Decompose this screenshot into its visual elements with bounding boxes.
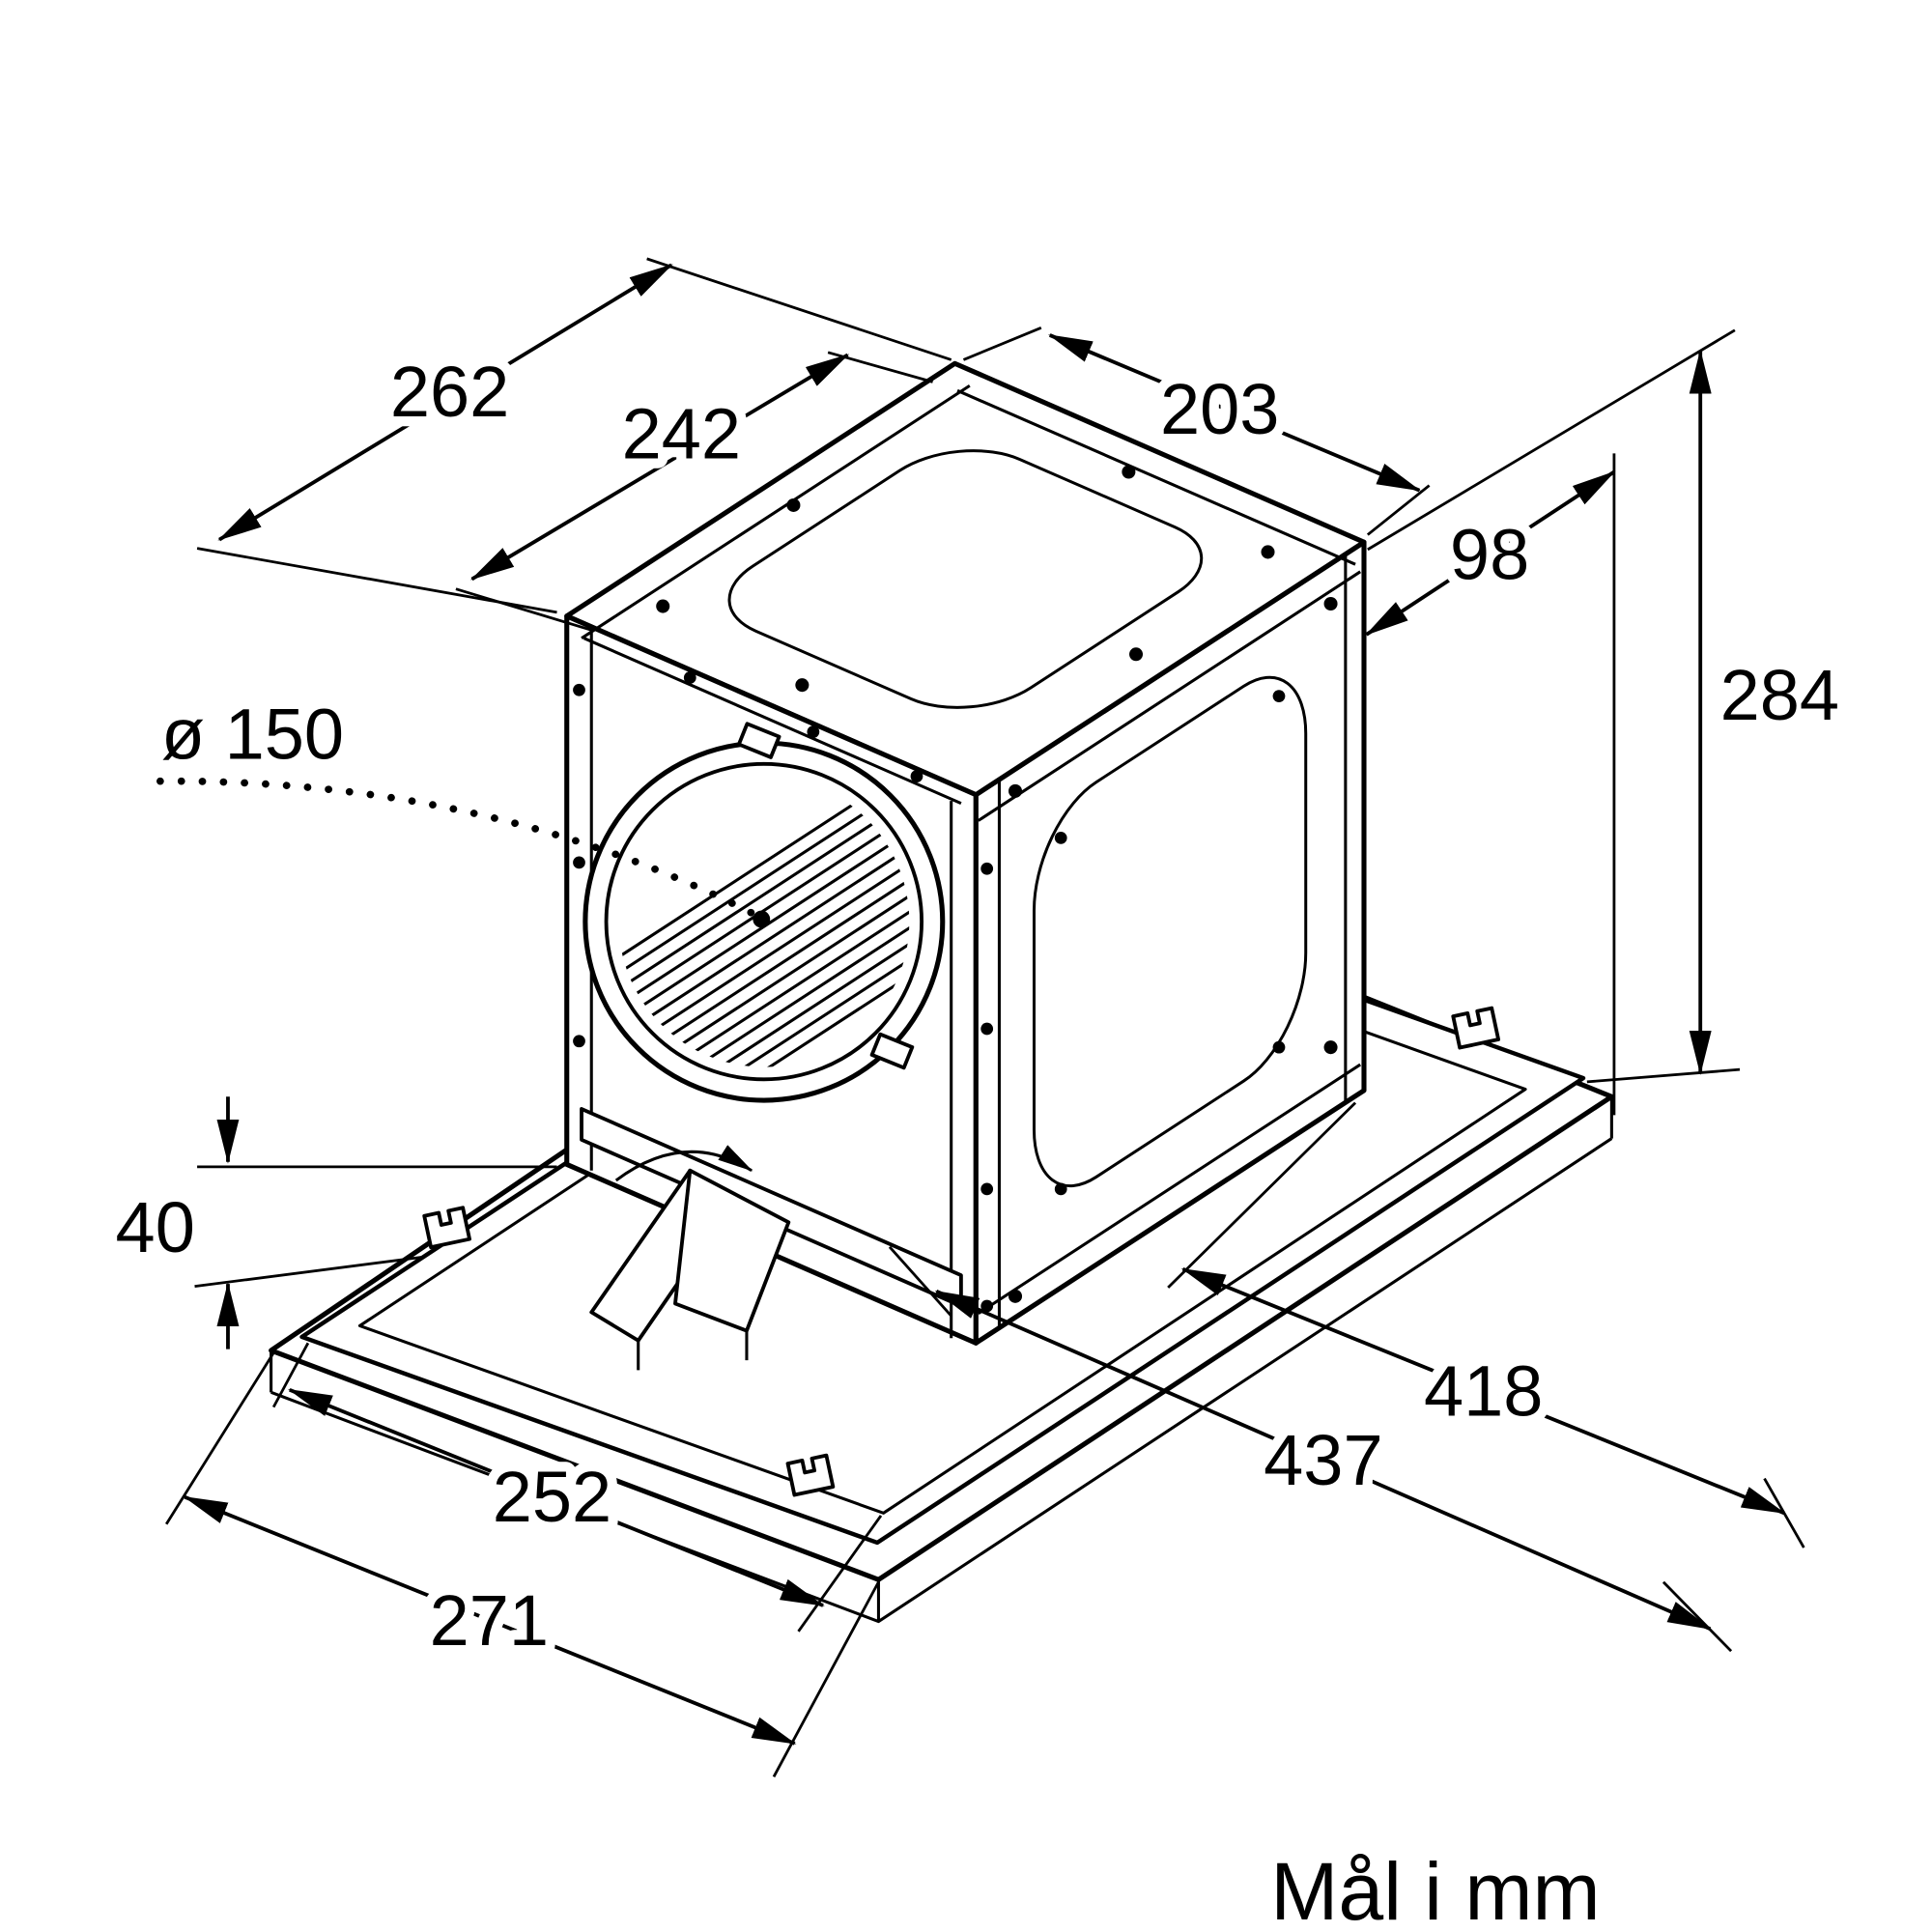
witness-lines xyxy=(165,1351,880,1777)
mounting-tab xyxy=(1451,1006,1501,1050)
dim-label-housing-height: 284 xyxy=(1720,655,1839,735)
dimension-40: 40 xyxy=(105,1096,557,1350)
dim-label-plate-side-inner: 252 xyxy=(493,1457,611,1537)
dimension-242: 242 xyxy=(455,351,933,633)
dimension-437: 437 xyxy=(888,1245,1733,1653)
witness-lines xyxy=(271,1342,883,1633)
dim-label-plate-length-outer: 437 xyxy=(1264,1420,1382,1500)
dimension-98: 98 xyxy=(1364,453,1616,1116)
dim-label-plate-length-inner: 418 xyxy=(1424,1351,1543,1432)
witness-lines xyxy=(194,1165,557,1289)
dim-label-top-width: 203 xyxy=(1160,369,1279,449)
dimension-duct-diameter: ø 150 xyxy=(152,685,771,928)
leader-dotted xyxy=(156,777,763,921)
dim-label-plate-side-outer: 271 xyxy=(430,1580,549,1661)
mounting-tab xyxy=(422,1206,471,1250)
collar-clip xyxy=(736,722,781,759)
dimension-284: 284 xyxy=(1367,328,1849,1084)
dimension-271: 271 xyxy=(165,1351,880,1777)
damper-flap xyxy=(589,1145,791,1371)
collar-clip xyxy=(869,1032,915,1070)
dim-label-top-depth-inner: 242 xyxy=(622,393,741,473)
dim-label-top-depth-outer: 262 xyxy=(390,352,509,432)
dimension-203: 203 xyxy=(962,326,1431,536)
leader-end-dot xyxy=(753,910,771,928)
dim-label-mounting-clearance: 40 xyxy=(116,1187,195,1267)
witness-lines xyxy=(1367,328,1741,1084)
dim-label-duct-diameter: ø 150 xyxy=(161,695,344,775)
units-caption: Mål i mm xyxy=(1270,1846,1600,1932)
side-panel xyxy=(1034,646,1305,1218)
dim-label-rear-flange-offset: 98 xyxy=(1450,514,1529,594)
plate-thickness-edges xyxy=(270,1096,1613,1624)
